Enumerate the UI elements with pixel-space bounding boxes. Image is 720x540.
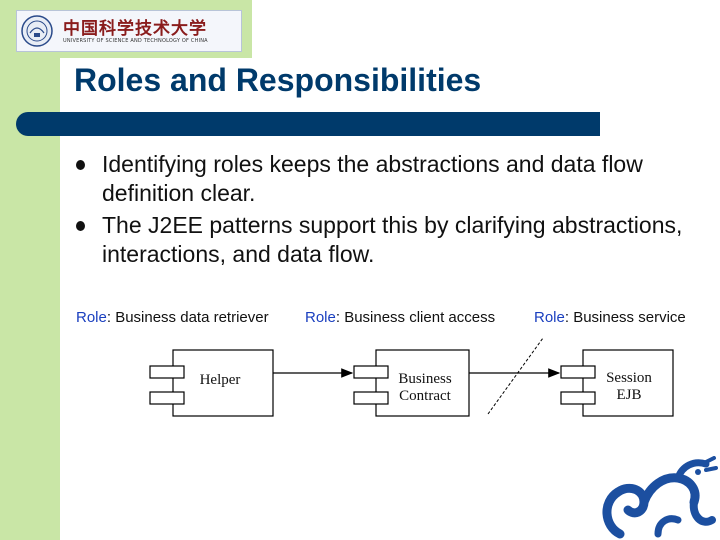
role-diagram: Role: Business data retriever Role: Busi… bbox=[76, 309, 686, 417]
component-label: Business bbox=[398, 371, 452, 387]
component-label: Contract bbox=[399, 388, 451, 404]
logo-english-text: UNIVERSITY OF SCIENCE AND TECHNOLOGY OF … bbox=[63, 38, 208, 44]
title-underline-bar bbox=[16, 112, 600, 136]
session-ejb-component: Session EJB bbox=[560, 349, 674, 417]
component-label: Session bbox=[606, 370, 652, 386]
bullet-list: Identifying roles keeps the abstractions… bbox=[76, 150, 696, 272]
bullet-item: Identifying roles keeps the abstractions… bbox=[76, 150, 696, 208]
bullet-dot-icon bbox=[76, 160, 85, 170]
bullet-item: The J2EE patterns support this by clarif… bbox=[76, 211, 696, 269]
tier-boundary-line bbox=[487, 337, 544, 415]
university-seal-icon bbox=[21, 15, 53, 47]
role-label-data-retriever: Role: Business data retriever bbox=[76, 309, 269, 326]
bullet-text: Identifying roles keeps the abstractions… bbox=[102, 151, 643, 206]
slide-title: Roles and Responsibilities bbox=[74, 62, 482, 98]
role-word: Role bbox=[76, 309, 107, 326]
role-description: : Business service bbox=[565, 309, 686, 326]
helper-component: Helper bbox=[149, 349, 274, 417]
role-description: : Business client access bbox=[336, 309, 495, 326]
role-word: Role bbox=[534, 309, 565, 326]
logo-chinese-text: 中国科学技术大学 bbox=[63, 19, 207, 39]
role-description: : Business data retriever bbox=[107, 309, 269, 326]
bullet-text: The J2EE patterns support this by clarif… bbox=[102, 212, 683, 267]
role-word: Role bbox=[305, 309, 336, 326]
role-label-client-access: Role: Business client access bbox=[305, 309, 495, 326]
role-label-business-service: Role: Business service bbox=[534, 309, 686, 326]
component-label: Helper bbox=[200, 372, 241, 388]
left-decor-band bbox=[0, 0, 60, 540]
business-contract-component: Business Contract bbox=[353, 349, 470, 417]
component-label: EJB bbox=[616, 387, 641, 403]
bullet-dot-icon bbox=[76, 221, 85, 231]
dragon-icon bbox=[602, 456, 718, 539]
university-logo: 中国科学技术大学 UNIVERSITY OF SCIENCE AND TECHN… bbox=[16, 10, 242, 52]
